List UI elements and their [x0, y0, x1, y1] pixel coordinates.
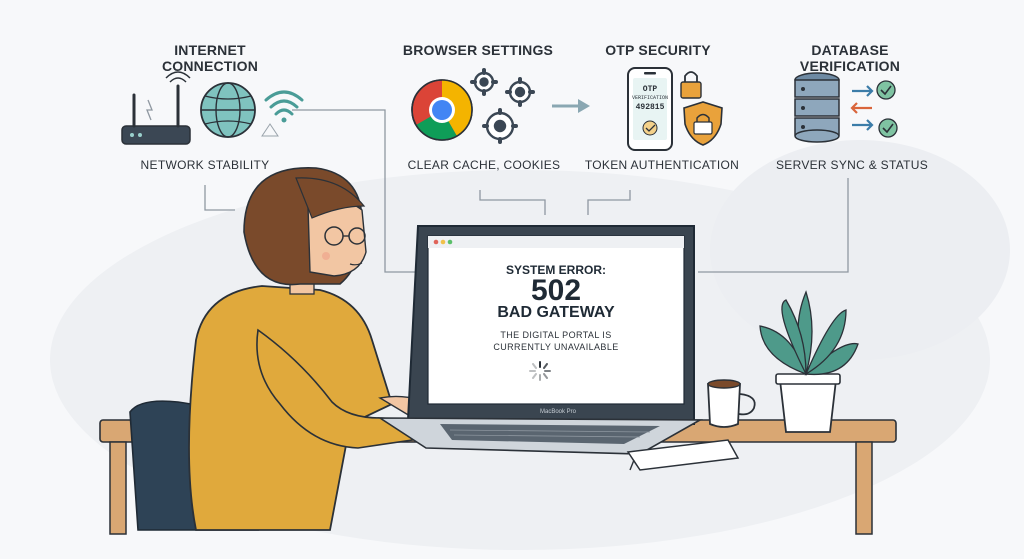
check-icon: [876, 80, 898, 138]
caption-token-authentication: TOKEN AUTHENTICATION: [584, 158, 740, 172]
heading-browser-settings: BROWSER SETTINGS: [402, 42, 554, 58]
loading-spinner-icon: [529, 361, 551, 381]
phone-icon: [627, 67, 673, 151]
notebook: [626, 439, 740, 471]
coffee-mug: [707, 379, 756, 428]
caption-clear-cache: CLEAR CACHE, COOKIES: [407, 158, 561, 172]
error-name: BAD GATEWAY: [497, 304, 615, 321]
sync-arrows-icon: [850, 85, 874, 131]
wifi-icon: [261, 90, 304, 137]
connector-lines: [204, 109, 849, 273]
shield-icon: [683, 101, 723, 146]
chrome-icon: [411, 79, 473, 141]
heading-otp-security: OTP SECURITY: [605, 42, 711, 58]
phone-otp-label: OTP: [642, 85, 658, 94]
laptop: [377, 225, 704, 455]
caption-server-sync: SERVER SYNC & STATUS: [775, 158, 929, 172]
error-message-line2: CURRENTLY UNAVAILABLE: [493, 342, 619, 352]
router-icon: [121, 71, 191, 145]
background-blob: [710, 140, 1010, 360]
arrow-right-icon: [552, 99, 590, 113]
phone-verification-label: VERIFICATION: [631, 95, 668, 101]
lock-icon: [680, 71, 702, 99]
error-title: SYSTEM ERROR:: [505, 263, 606, 277]
error-code: 502: [530, 274, 582, 307]
heading-internet-connection: INTERNET CONNECTION: [161, 42, 259, 74]
heading-database-verification: DATABASE VERIFICATION: [799, 42, 901, 74]
laptop-brand-label: MacBook Pro: [539, 409, 576, 415]
caption-network-stability: NETWORK STABILITY: [140, 158, 270, 172]
database-icon: [794, 72, 840, 143]
phone-otp-code: 492815: [635, 103, 665, 112]
globe-icon: [200, 82, 256, 138]
potted-plant: [759, 290, 859, 433]
gear-icon: [470, 68, 535, 144]
error-message-line1: THE DIGITAL PORTAL IS: [500, 330, 612, 340]
